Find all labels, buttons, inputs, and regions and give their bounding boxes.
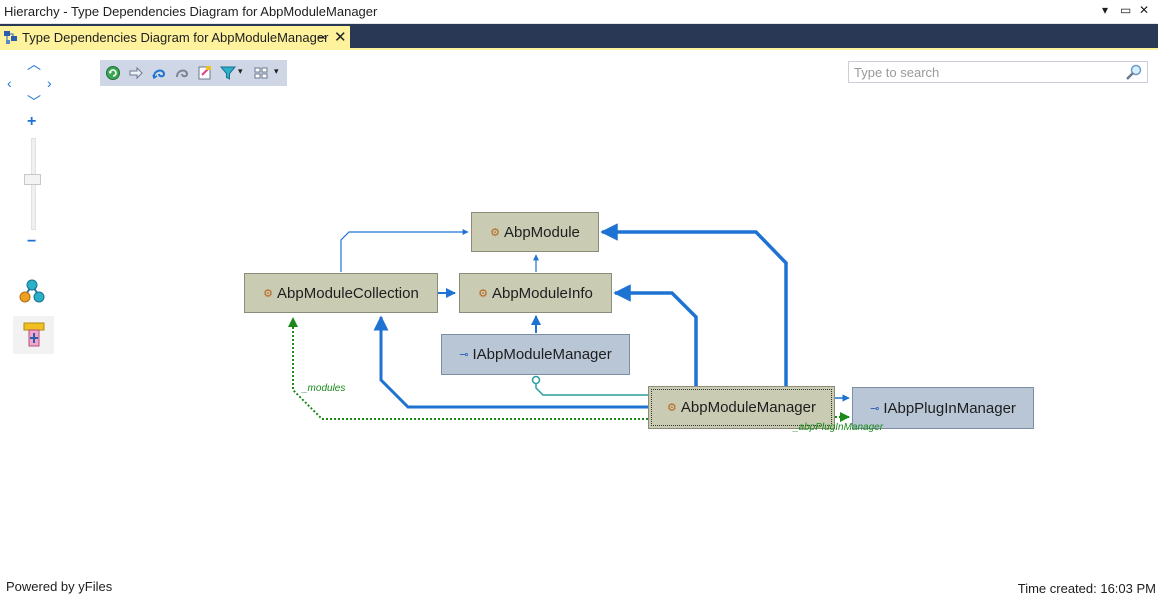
window-title: Hierarchy - Type Dependencies Diagram fo… [4, 4, 378, 19]
refresh-icon[interactable] [105, 65, 121, 81]
node-i-abp-plugin-manager[interactable]: ⊸ IAbpPlugInManager [852, 387, 1034, 429]
class-icon: ⚙ [263, 287, 274, 300]
follow-icon[interactable] [151, 65, 167, 81]
tab-label: Type Dependencies Diagram for AbpModuleM… [22, 30, 329, 45]
powered-by-label: Powered by yFiles [6, 579, 113, 594]
node-abp-module[interactable]: ⚙ AbpModule [471, 212, 599, 252]
search-box[interactable] [848, 61, 1148, 83]
edge-label-plugin-manager: _abpPlugInManager [793, 422, 884, 433]
interface-icon: ⊸ [459, 349, 469, 361]
node-label: AbpModuleInfo [491, 284, 593, 302]
tab-type-dependencies[interactable]: Type Dependencies Diagram for AbpModuleM… [0, 26, 350, 50]
time-created-label: Time created: 16:03 PM [1017, 581, 1156, 596]
collapse-icon[interactable] [174, 65, 190, 81]
pin-icon[interactable]: ⊸ [317, 30, 328, 44]
maximize-icon[interactable]: ▭ [1120, 3, 1132, 17]
layout-icon[interactable] [19, 279, 45, 308]
pan-right-icon[interactable]: › [47, 75, 52, 91]
layout-grid-icon[interactable] [253, 65, 269, 81]
diagram-icon [4, 31, 18, 50]
node-abp-module-manager[interactable]: ⚙ AbpModuleManager [648, 386, 835, 429]
node-label: IAbpPlugInManager [883, 399, 1016, 417]
pan-left-icon[interactable]: ‹ [7, 75, 12, 91]
node-label: IAbpModuleManager [472, 346, 612, 363]
pan-down-icon[interactable]: ﹀ [27, 94, 41, 110]
search-icon[interactable] [1125, 64, 1143, 80]
edge-manager-to-module [600, 223, 788, 386]
class-icon: ⚙ [667, 402, 677, 414]
filter-dropdown-icon[interactable]: ▾ [238, 66, 243, 76]
class-icon: ⚙ [478, 287, 488, 300]
node-abp-module-collection[interactable]: ⚙ AbpModuleCollection [244, 273, 438, 313]
diagram-toolbar: ▾ ▾ [100, 60, 287, 86]
navigate-icon[interactable] [128, 65, 144, 81]
zoom-in-icon[interactable]: + [27, 113, 37, 130]
dropdown-icon[interactable]: ▾ [1102, 3, 1109, 17]
layout-dropdown-icon[interactable]: ▾ [274, 66, 279, 76]
close-tab-icon[interactable]: ✕ [334, 29, 347, 46]
edge-collection-to-module [340, 229, 469, 272]
title-bar: Hierarchy - Type Dependencies Diagram fo… [0, 0, 1158, 24]
node-label: AbpModuleManager [680, 399, 816, 416]
zoom-out-icon[interactable]: − [27, 233, 37, 250]
interface-icon: ⊸ [870, 402, 880, 415]
node-label: AbpModuleCollection [277, 284, 419, 302]
filter-icon[interactable] [220, 65, 236, 81]
search-input[interactable] [849, 62, 1124, 82]
class-icon: ⚙ [490, 226, 500, 239]
zoom-slider-thumb[interactable] [24, 174, 41, 185]
pan-up-icon[interactable]: ︿ [27, 56, 41, 72]
overview-toggle-button[interactable] [13, 316, 54, 354]
edge-manager-implements-imanager [535, 382, 648, 396]
edge-label-modules: _modules [302, 383, 346, 394]
node-i-abp-module-manager[interactable]: ⊸ IAbpModuleManager [441, 334, 630, 375]
edge-manager-to-collection [373, 315, 648, 409]
node-label: AbpModule [503, 223, 580, 241]
export-icon[interactable] [197, 65, 213, 81]
edge-manager-to-info [613, 284, 698, 386]
node-abp-module-info[interactable]: ⚙ AbpModuleInfo [459, 273, 612, 313]
tab-underline [0, 48, 1158, 50]
close-window-icon[interactable]: ✕ [1139, 3, 1150, 17]
